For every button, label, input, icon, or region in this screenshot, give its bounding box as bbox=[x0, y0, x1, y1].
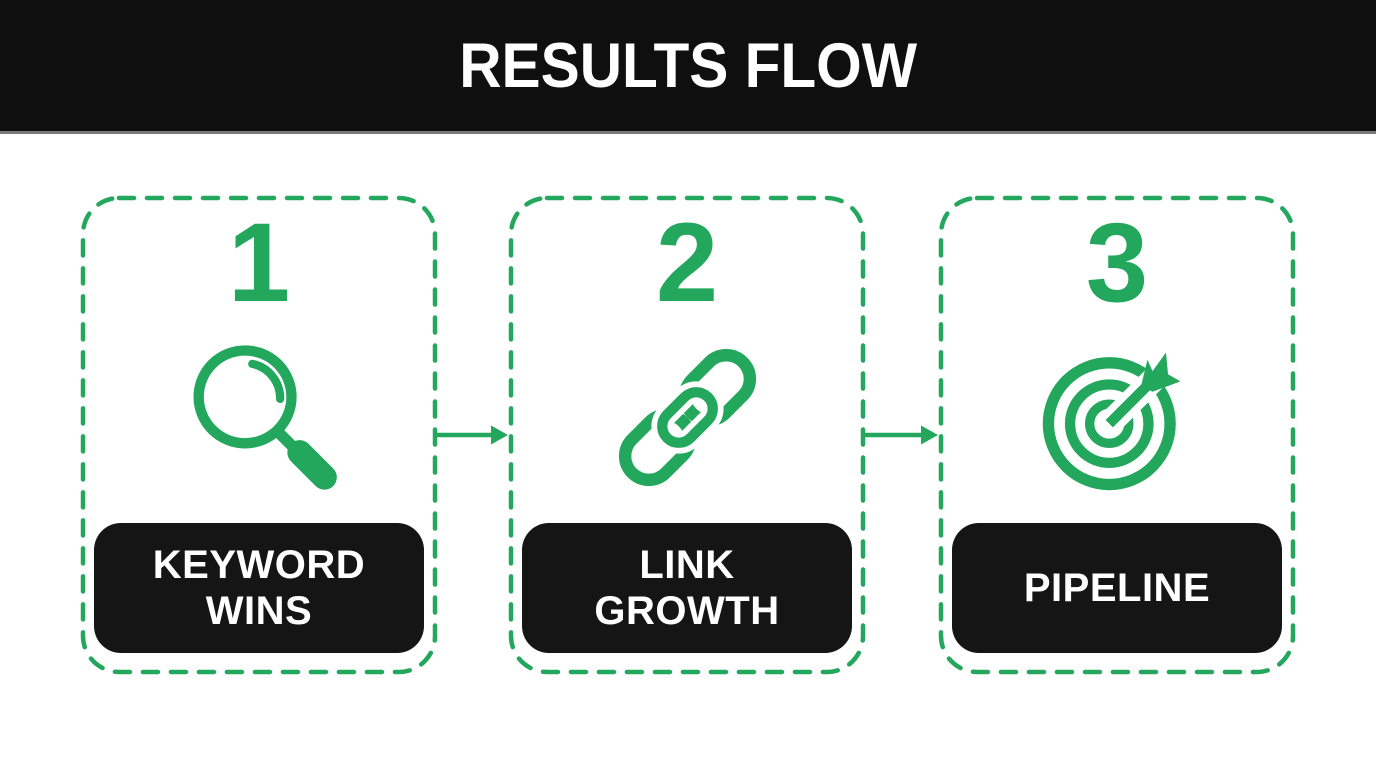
step-label-text: KEYWORD WINS bbox=[152, 542, 366, 633]
dashed-border bbox=[938, 195, 1296, 675]
step-number: 3 bbox=[1085, 200, 1149, 325]
flow-arrow-1-2 bbox=[437, 425, 508, 445]
step-card-pipeline: 3 PIPELINE bbox=[938, 195, 1296, 675]
step-icon-area bbox=[938, 335, 1296, 500]
step-icon-area bbox=[508, 335, 866, 500]
step-card-keyword-wins: 1 KEYWORD WINS bbox=[80, 195, 438, 675]
target-arrow-icon bbox=[1042, 352, 1180, 491]
step-label-text: PIPELINE bbox=[1023, 565, 1211, 610]
dashed-border bbox=[80, 195, 438, 675]
step-number: 1 bbox=[227, 200, 291, 325]
chain-link-icon bbox=[618, 348, 756, 487]
step-label-pill: LINK GROWTH bbox=[522, 523, 852, 653]
step-icon-area bbox=[80, 335, 438, 500]
dashed-border bbox=[508, 195, 866, 675]
header-bar: RESULTS FLOW bbox=[0, 0, 1376, 134]
flow-arrow-2-3 bbox=[865, 425, 938, 445]
step-label-pill: KEYWORD WINS bbox=[94, 523, 424, 653]
step-label-pill: PIPELINE bbox=[952, 523, 1282, 653]
page-title: RESULTS FLOW bbox=[459, 30, 917, 101]
step-number: 2 bbox=[655, 200, 719, 325]
magnifier-icon bbox=[193, 345, 337, 490]
step-card-link-growth: 2 LINK GROWTH bbox=[508, 195, 866, 675]
step-label-text: LINK GROWTH bbox=[594, 542, 780, 633]
